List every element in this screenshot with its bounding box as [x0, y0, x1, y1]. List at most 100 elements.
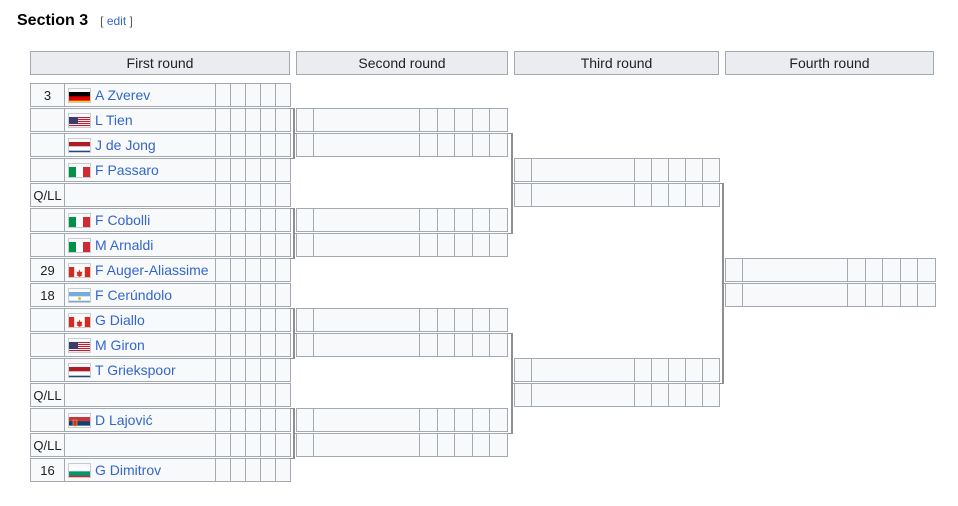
- connector-line: [508, 433, 511, 434]
- r1-row-5-set-5: [275, 183, 291, 207]
- connector-line: [290, 408, 293, 409]
- r1-row-5-set-1: [215, 183, 231, 207]
- r1-row-8-set-2: [230, 258, 246, 282]
- player-link[interactable]: A Zverev: [95, 87, 151, 103]
- connector-line: [511, 183, 514, 184]
- r2-player-cell: [313, 133, 420, 157]
- r3-m1-p2-set-1: [634, 183, 652, 207]
- r1-row-9-set-3: [245, 283, 261, 307]
- seed-cell: 3: [30, 83, 65, 107]
- r2-m2-p1-set-1: [419, 208, 438, 232]
- r3-m1-p1-set-1: [634, 158, 652, 182]
- header-first-round: First round: [30, 51, 290, 75]
- player-row: T Griekspoor: [64, 358, 216, 382]
- player-link[interactable]: F Auger-Aliassime: [95, 262, 209, 278]
- r3-m2-p1-set-1: [634, 358, 652, 382]
- r1-row-10-set-3: [245, 308, 261, 332]
- r2-seed-cell: [296, 133, 314, 157]
- r1-row-3-set-2: [230, 133, 246, 157]
- r3-m1-p1-set-3: [668, 158, 686, 182]
- connector-line: [290, 308, 293, 309]
- player-link[interactable]: F Cobolli: [95, 212, 151, 228]
- player-row: F Cobolli: [64, 208, 216, 232]
- player-link[interactable]: D Lajović: [95, 412, 153, 428]
- r1-row-13-set-2: [230, 383, 246, 407]
- seed-cell: Q/LL: [30, 183, 65, 207]
- r2-m1-p1-set-2: [436, 108, 455, 132]
- seed-cell: [30, 408, 65, 432]
- r4-player-cell: [742, 258, 848, 282]
- r1-row-12-set-2: [230, 358, 246, 382]
- edit-section: [ edit ]: [100, 14, 133, 28]
- r2-m1-p1-set-4: [471, 108, 490, 132]
- seed-cell: [30, 108, 65, 132]
- r1-row-6-set-2: [230, 208, 246, 232]
- r1-row-6-set-3: [245, 208, 261, 232]
- edit-link[interactable]: edit: [106, 14, 127, 28]
- r2-m4-p2-set-5: [489, 433, 508, 457]
- seed-label: Q/LL: [33, 388, 62, 403]
- r2-m2-p2-set-3: [454, 233, 473, 257]
- r2-m2-p1-set-2: [436, 208, 455, 232]
- player-link[interactable]: T Griekspoor: [95, 362, 176, 378]
- r2-m3-p2-set-1: [419, 333, 438, 357]
- r1-row-10-set-5: [275, 308, 291, 332]
- player-row: G Dimitrov: [64, 458, 216, 482]
- player-link[interactable]: G Diallo: [95, 312, 145, 328]
- r3-player-cell: [531, 158, 635, 182]
- r2-seed-cell: [296, 108, 314, 132]
- r1-row-14-set-5: [275, 408, 291, 432]
- r1-row-11-set-5: [275, 333, 291, 357]
- r2-m1-p2-set-4: [471, 133, 490, 157]
- bulgaria-flag-icon: [68, 463, 91, 478]
- r2-player-cell: [313, 408, 420, 432]
- player-link[interactable]: L Tien: [95, 112, 133, 128]
- r1-row-11-set-1: [215, 333, 231, 357]
- r3-m2-p1-set-5: [702, 358, 720, 382]
- r2-m3-p1-set-5: [489, 308, 508, 332]
- r2-m3-p2-set-4: [471, 333, 490, 357]
- connector-line: [290, 208, 293, 209]
- r3-m2-p1-set-3: [668, 358, 686, 382]
- player-link[interactable]: G Dimitrov: [95, 462, 162, 478]
- r4-p2-set-5: [917, 283, 936, 307]
- r2-seed-cell: [296, 333, 314, 357]
- player-link[interactable]: J de Jong: [95, 137, 156, 153]
- r4-p1-set-5: [917, 258, 936, 282]
- r2-seed-cell: [296, 408, 314, 432]
- r3-seed-cell: [514, 158, 532, 182]
- r2-m2-p2-set-1: [419, 233, 438, 257]
- seed-label: 16: [40, 463, 55, 478]
- r3-m2-p2-set-1: [634, 383, 652, 407]
- r2-m2-p2-set-4: [471, 233, 490, 257]
- r2-seed-cell: [296, 208, 314, 232]
- seed-label: Q/LL: [33, 438, 62, 453]
- r1-row-12-set-1: [215, 358, 231, 382]
- r1-row-10-set-2: [230, 308, 246, 332]
- connector-line: [293, 433, 296, 434]
- connector-line: [290, 458, 293, 459]
- r3-player-cell: [531, 183, 635, 207]
- r3-seed-cell: [514, 383, 532, 407]
- r1-row-9-set-2: [230, 283, 246, 307]
- r2-m4-p2-set-3: [454, 433, 473, 457]
- r2-m1-p2-set-2: [436, 133, 455, 157]
- r1-row-15-set-1: [215, 433, 231, 457]
- player-link[interactable]: M Giron: [95, 337, 145, 353]
- r1-row-4-set-5: [275, 158, 291, 182]
- player-row: J de Jong: [64, 133, 216, 157]
- player-link[interactable]: F Cerúndolo: [95, 287, 173, 303]
- seed-cell: [30, 158, 65, 182]
- r2-player-cell: [313, 433, 420, 457]
- player-link[interactable]: F Passaro: [95, 162, 159, 178]
- player-link[interactable]: M Arnaldi: [95, 237, 154, 253]
- connector-line: [293, 333, 296, 334]
- r2-player-cell: [313, 233, 420, 257]
- r1-row-15-set-2: [230, 433, 246, 457]
- r2-m3-p1-set-2: [436, 308, 455, 332]
- r4-p1-set-2: [864, 258, 883, 282]
- r2-m3-p1-set-1: [419, 308, 438, 332]
- netherlands-flag-icon: [68, 138, 91, 153]
- section-heading: Section 3 [ edit ]: [17, 12, 133, 36]
- r1-row-13-set-5: [275, 383, 291, 407]
